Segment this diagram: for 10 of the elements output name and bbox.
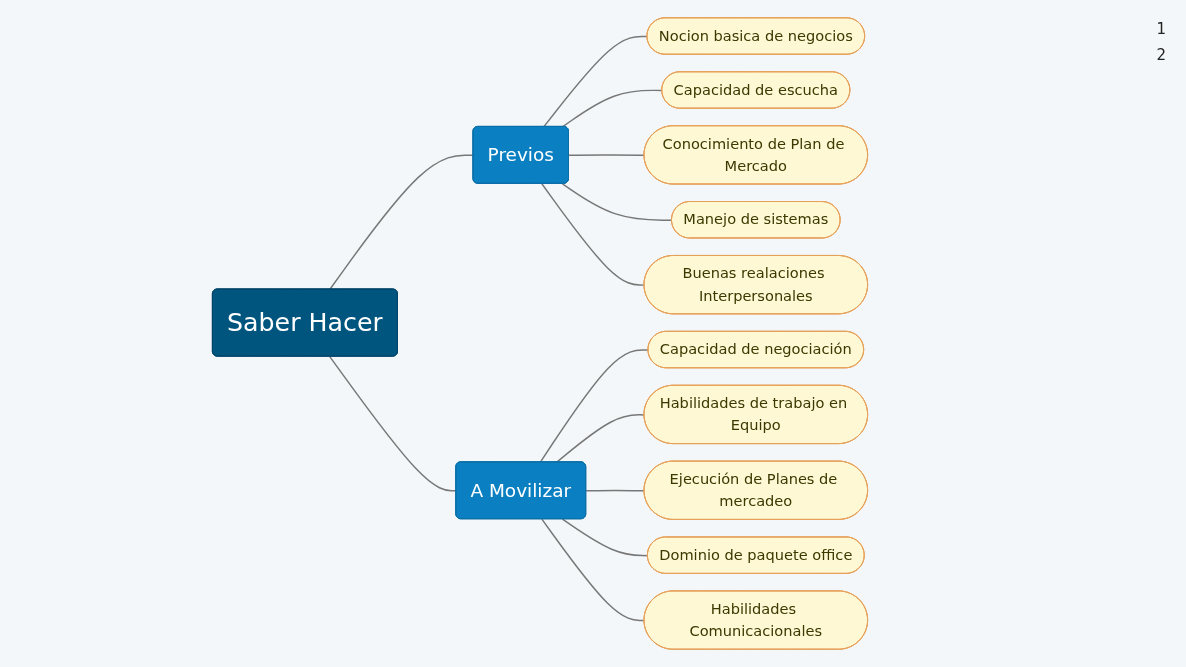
group-number: 2	[1156, 46, 1166, 64]
connector	[561, 89, 663, 128]
connector	[541, 518, 646, 622]
connector	[543, 35, 649, 128]
connector	[568, 154, 646, 157]
connector	[561, 518, 649, 557]
connector	[585, 489, 646, 492]
connector	[541, 183, 646, 286]
group-number: 1	[1156, 20, 1166, 38]
connector	[561, 183, 673, 221]
